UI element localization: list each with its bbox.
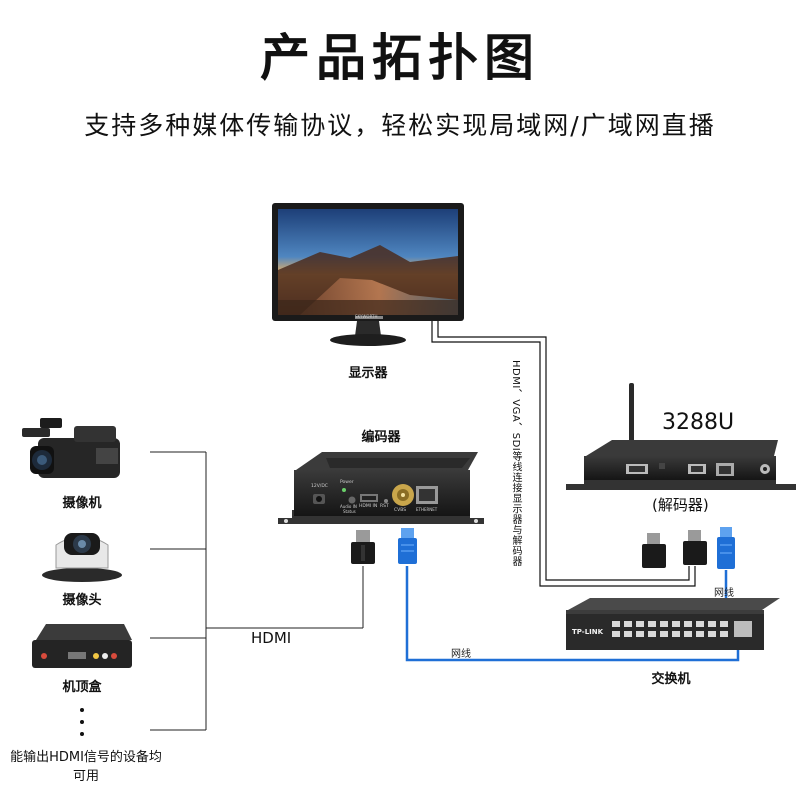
switch-label: 交换机 <box>651 672 691 687</box>
monitor-device <box>272 203 464 346</box>
encoder-port-hdmi: HDMI IN <box>359 504 378 509</box>
switch-device <box>566 598 780 650</box>
hdmi-plug-icon <box>351 530 375 564</box>
switch-brand: TP-LINK <box>572 628 604 636</box>
encoder-port-ethernet: ETHERNET <box>416 507 438 512</box>
encoder-port-dc: 12V/DC <box>311 484 328 489</box>
encoder-port-rst: RST <box>380 504 389 509</box>
network-cable-label: 网线 <box>451 649 471 660</box>
decoder-model-label: 3288U <box>662 410 735 435</box>
hdmi-plug-icon <box>642 533 666 568</box>
rj45-plug-icon <box>717 527 735 569</box>
page-subtitle: 支持多种媒体传输协议，轻松实现局域网/广域网直播 <box>84 111 716 140</box>
monitor-brand: SKYWORTH <box>355 314 378 319</box>
rj45-plug-icon <box>398 528 417 564</box>
camcorder-label: 摄像机 <box>62 496 102 511</box>
compatibility-note: 能输出HDMI信号的设备均可用 <box>10 750 162 784</box>
encoder-port-power: Power <box>340 480 354 485</box>
encoder-label: 编码器 <box>361 430 401 445</box>
network-cable-label: 网线 <box>714 588 734 599</box>
decoder-sublabel: (解码器) <box>652 496 709 514</box>
hdmi-plug-icon <box>683 530 707 565</box>
decoder-device <box>566 383 796 490</box>
camcorder-icon <box>22 418 120 478</box>
encoder-port-audio: Audio IN <box>340 504 357 509</box>
ptz-camera-label: 摄像头 <box>62 593 102 608</box>
more-devices-dots <box>80 708 84 736</box>
encoder-port-status: Status <box>343 509 356 514</box>
display-cable-label: HDMI、VGA、SDI等线连接显示器与解码器 <box>510 360 521 567</box>
page-title: 产品拓扑图 <box>260 29 540 87</box>
source-bracket <box>150 451 364 731</box>
hdmi-cable-label: HDMI <box>251 629 292 647</box>
settop-box-label: 机顶盒 <box>62 680 102 695</box>
ptz-camera-icon <box>42 533 122 582</box>
encoder-device <box>278 452 484 524</box>
settop-box-icon <box>32 624 132 668</box>
monitor-logo <box>355 316 383 319</box>
monitor-label: 显示器 <box>348 366 388 381</box>
display-cable <box>431 320 696 587</box>
encoder-port-cvbs: CVBS <box>394 508 407 513</box>
